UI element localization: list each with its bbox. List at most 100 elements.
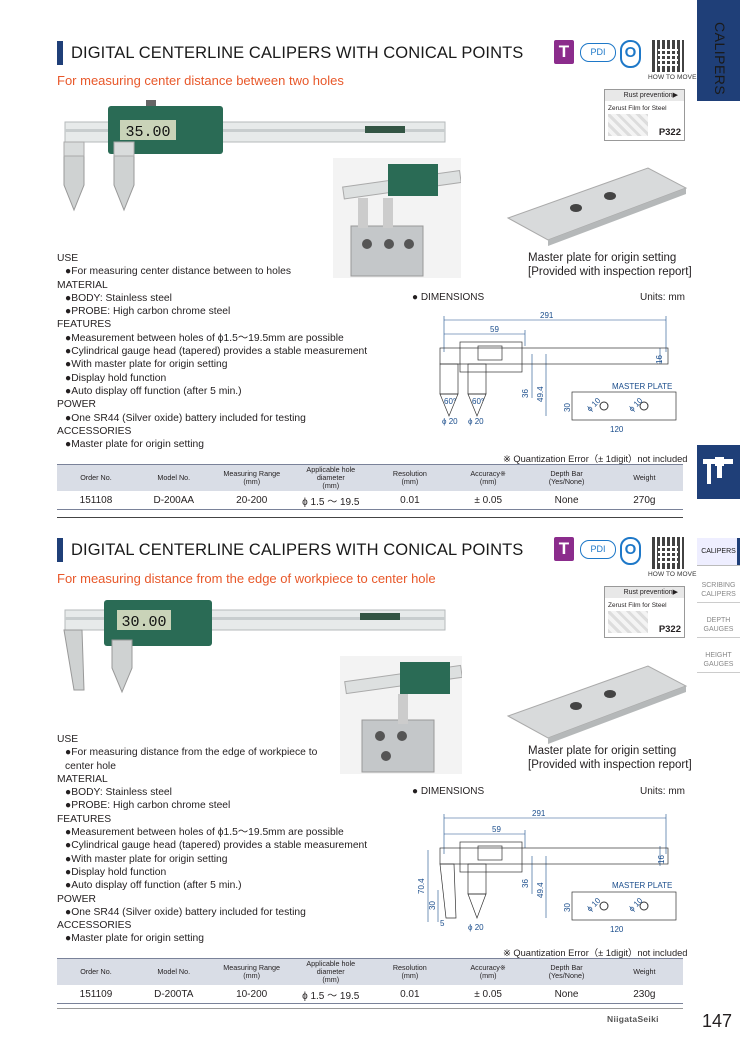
table-cell: D-200TA (134, 985, 213, 1004)
usage-photo (340, 656, 462, 774)
dim-phi20-right: ϕ 20 (468, 417, 484, 426)
caption-line: Master plate for origin setting (528, 252, 677, 264)
table-header: Depth Bar (Yes/None) (527, 464, 606, 491)
rust-part-number: P322 (658, 624, 681, 635)
dim-59: 59 (492, 825, 501, 834)
dim-30-left: 30 (428, 901, 437, 910)
table-header: Model No. (134, 958, 213, 985)
caliper-category-icon (697, 445, 740, 499)
table-cell: 0.01 (370, 491, 450, 510)
table-header: Depth Bar (Yes/None) (527, 958, 606, 985)
dim-phi10-left: ϕ 10 (585, 896, 603, 914)
rust-film-image (608, 114, 648, 136)
nav-depth-gauges[interactable]: DEPTH GAUGES (697, 613, 740, 638)
o-badge: O (620, 40, 641, 68)
rust-header: Rust prevention▶ (605, 587, 684, 598)
list-heading: USE (57, 734, 79, 745)
table-cell: 151109 (57, 985, 135, 1004)
lcd-readout: 35.00 (125, 124, 170, 141)
dimension-drawing: 291 59 16 36 49.4 70.4 30 5 ϕ 20 MASTER … (417, 809, 677, 934)
nav-label: SCRIBING CALIPERS (701, 582, 736, 598)
table-header: Applicable hole diameter (mm) (290, 958, 371, 985)
page-number: 147 (702, 1011, 733, 1031)
section-subtitle: For measuring center distance between tw… (57, 73, 344, 88)
table-header: Order No. (57, 958, 135, 985)
dim-49-4: 49.4 (536, 882, 545, 898)
dim-30: 30 (563, 903, 572, 912)
table-header: Resolution (mm) (370, 464, 450, 491)
dimensions-heading: ● DIMENSIONS (412, 786, 485, 797)
table-cell: 151108 (57, 491, 135, 510)
dim-36: 36 (521, 389, 530, 398)
dim-16: 16 (655, 355, 664, 364)
nav-active-marker (737, 538, 740, 565)
table-header: Weight (605, 464, 683, 491)
dim-30: 30 (563, 403, 572, 412)
table-header: Model No. (134, 464, 213, 491)
units-label: Units: mm (640, 786, 685, 797)
how-to-move-label: HOW TO MOVE (648, 74, 697, 81)
table-cell: ϕ 1.5 ～ 19.5 (290, 985, 371, 1004)
list-heading: FEATURES (57, 319, 112, 331)
spec-list: USE●For measuring center distance betwee… (57, 252, 367, 451)
list-item: ●Auto display off function (after 5 min.… (65, 880, 242, 892)
dim-120: 120 (610, 425, 624, 434)
list-item: ●PROBE: High carbon chrome steel (65, 800, 231, 812)
master-plate-image (506, 167, 688, 246)
o-badge: O (620, 537, 641, 565)
caliper-product-image: 35.00 (63, 100, 446, 212)
spec-table: Order No.Model No.Measuring Range (mm)Ap… (57, 958, 683, 1004)
rust-part-number: P322 (658, 127, 681, 138)
nav-scribing-calipers[interactable]: SCRIBING CALIPERS (697, 578, 740, 603)
master-plate-image (506, 665, 688, 744)
dim-16: 16 (657, 855, 666, 864)
dim-291: 291 (540, 311, 554, 320)
dim-49-4: 49.4 (536, 386, 545, 402)
list-item: ●BODY: Stainless steel (65, 787, 172, 799)
brand-logo: NiigataSeiki (607, 1014, 659, 1024)
rust-product-name: Zerust Film for Steel (608, 105, 667, 112)
qr-code-icon[interactable] (652, 537, 684, 569)
list-heading: USE (57, 253, 79, 264)
list-heading: MATERIAL (57, 279, 108, 291)
section-subtitle: For measuring distance from the edge of … (57, 571, 436, 586)
dim-phi20: ϕ 20 (468, 923, 484, 932)
footer-rule (57, 1008, 683, 1009)
caption-line: [Provided with inspection report] (528, 759, 692, 771)
dimensions-heading: ● DIMENSIONS (412, 292, 485, 303)
dim-phi20-left: ϕ 20 (442, 417, 458, 426)
master-plate-caption: Master plate for origin setting [Provide… (528, 251, 692, 279)
qr-code-icon[interactable] (652, 40, 684, 72)
units-label: Units: mm (640, 292, 685, 303)
dim-59: 59 (490, 325, 499, 334)
list-heading: POWER (57, 893, 96, 905)
table-header: Order No. (57, 464, 135, 491)
list-item: ●Auto display off function (after 5 min.… (65, 385, 242, 397)
table-cell: None (527, 491, 606, 510)
dim-5: 5 (440, 919, 445, 928)
rust-header: Rust prevention▶ (605, 90, 684, 101)
table-cell: ± 0.05 (448, 985, 528, 1004)
table-header: Measuring Range (mm) (212, 464, 291, 491)
caption-line: Master plate for origin setting (528, 745, 677, 757)
table-header: Accuracy※ (mm) (448, 958, 528, 985)
list-item: ●Display hold function (65, 866, 167, 878)
table-header: Weight (605, 958, 683, 985)
dim-36: 36 (521, 879, 530, 888)
table-cell: None (527, 985, 606, 1004)
list-heading: ACCESSORIES (57, 425, 132, 437)
nav-calipers[interactable]: CALIPERS (697, 538, 740, 566)
list-item: ●PROBE: High carbon chrome steel (65, 306, 231, 318)
list-item: ●One SR44 (Silver oxide) battery include… (65, 412, 306, 424)
list-item: ●Display hold function (65, 372, 167, 384)
table-cell: 270g (605, 491, 683, 510)
rust-prevention-box: Rust prevention▶ Zerust Film for Steel P… (604, 89, 685, 141)
t-badge: T (554, 40, 574, 64)
nav-height-gauges[interactable]: HEIGHT GAUGES (697, 648, 740, 673)
category-label: CALIPERS (712, 22, 728, 96)
section-title: DIGITAL CENTERLINE CALIPERS WITH CONICAL… (57, 40, 523, 66)
rust-prevention-box: Rust prevention▶ Zerust Film for Steel P… (604, 586, 685, 638)
list-item: ●Master plate for origin setting (65, 439, 204, 451)
table-cell: 0.01 (370, 985, 449, 1004)
master-plate-label: MASTER PLATE (612, 881, 672, 890)
